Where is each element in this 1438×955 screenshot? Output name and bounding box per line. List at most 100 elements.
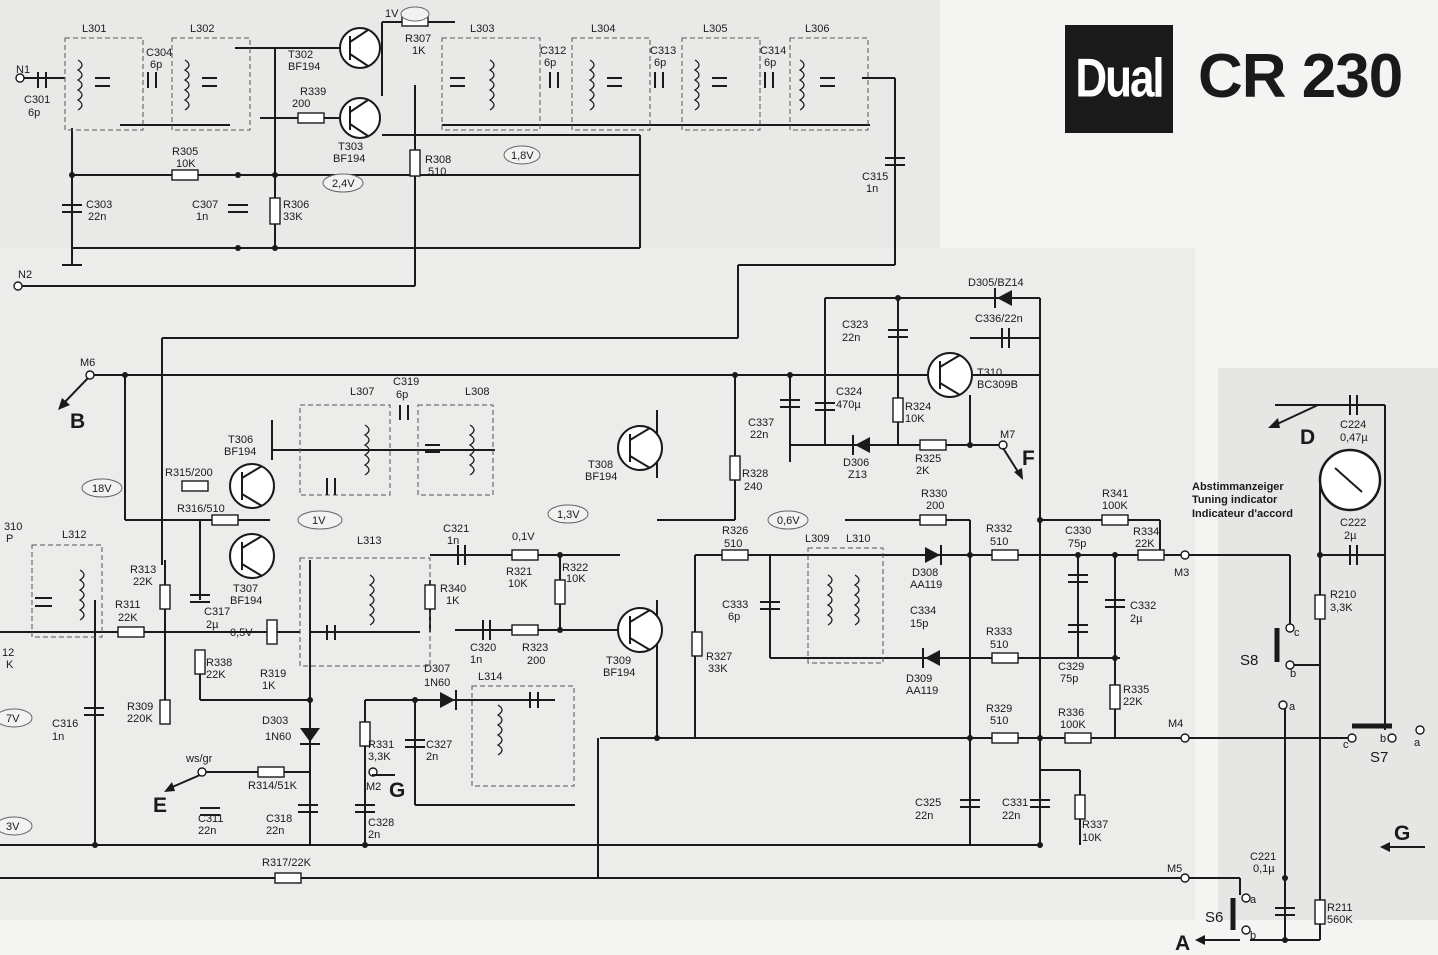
- switch-label: S8: [1240, 652, 1258, 669]
- capacitor-ref: C315: [862, 171, 888, 183]
- resistor-value: 10K: [176, 158, 196, 170]
- switch-contact-label: b: [1290, 668, 1296, 680]
- voltage-label: 0,5V: [230, 627, 253, 639]
- capacitor-value: 6p: [764, 57, 776, 69]
- coil-label: L308: [465, 386, 489, 398]
- mid-resistors: [117, 397, 1326, 925]
- terminal-label: M6: [80, 357, 95, 369]
- switches: [1230, 623, 1425, 935]
- diode-labels: D303 1N60 D305/BZ14 D306 Z13 D307 1N60 D…: [262, 277, 1024, 743]
- capacitor-ref: C320: [470, 642, 496, 654]
- brand-logo: Dual: [1065, 25, 1173, 133]
- voltage-label: 7V: [6, 713, 20, 725]
- capacitor-ref: C303: [86, 199, 112, 211]
- capacitor-ref: C334: [910, 605, 936, 617]
- transistor-type: BF194: [585, 471, 617, 483]
- resistor-value: 510: [990, 536, 1008, 548]
- voltage-label: 0,1V: [512, 531, 535, 543]
- capacitor-ref: C314: [760, 45, 786, 57]
- resistor-ref: R313: [130, 564, 156, 576]
- resistor-ref: R333: [986, 626, 1012, 638]
- terminal-label: M7: [1000, 429, 1015, 441]
- terminals: [13, 73, 1190, 883]
- coil-label: L304: [591, 23, 615, 35]
- resistor-value: 10K: [1082, 832, 1102, 844]
- resistor-value: 2K: [916, 465, 930, 477]
- switch-contact-label: a: [1414, 737, 1421, 749]
- switch-labels: S6 S7 S8 a b c b a c b a: [1205, 627, 1421, 942]
- capacitor-value: 2µ: [1130, 613, 1143, 625]
- resistor-ref: R319: [260, 668, 286, 680]
- diode-ref: D306: [843, 457, 869, 469]
- capacitor-ref: C323: [842, 319, 868, 331]
- resistor-value: 33K: [708, 663, 728, 675]
- resistor-ref: R325: [915, 453, 941, 465]
- voltage-label: 2,4V: [332, 178, 355, 190]
- coil-label: L305: [703, 23, 727, 35]
- transistor-t302: [339, 27, 381, 69]
- resistor-value: 22K: [206, 669, 226, 681]
- resistor-ref: R326: [722, 525, 748, 537]
- coil-label: L313: [357, 535, 381, 547]
- mid-capacitors: [84, 328, 1358, 916]
- resistor-value: 510: [990, 639, 1008, 651]
- coil-labels: L301 L302 L303 L304 L305 L306 L307 L308 …: [62, 23, 870, 683]
- coil-label: L306: [805, 23, 829, 35]
- model-title: CR 230: [1198, 42, 1403, 111]
- capacitor-ref: C331: [1002, 797, 1028, 809]
- mid-coil-symbols: [35, 405, 860, 756]
- voltage-label: 0,6V: [777, 515, 800, 527]
- resistor-value: 3,3K: [368, 751, 391, 763]
- coil-label: L312: [62, 529, 86, 541]
- capacitor-value: 22n: [198, 825, 216, 837]
- resistor-value: 1K: [446, 595, 460, 607]
- resistor-value: 510: [724, 538, 742, 550]
- capacitor-ref: C318: [266, 813, 292, 825]
- terminal-label: N1: [16, 64, 30, 76]
- coil-label: L302: [190, 23, 214, 35]
- transistor-ref: T308: [588, 459, 613, 471]
- resistor-ref: R336: [1058, 707, 1084, 719]
- resistor-ref: R334: [1133, 526, 1159, 538]
- capacitor-ref: C327: [426, 739, 452, 751]
- capacitor-ref: C301: [24, 94, 50, 106]
- transistor-t303: [339, 97, 381, 139]
- switch-contact-label: b: [1380, 733, 1386, 745]
- coil-label: L310: [846, 533, 870, 545]
- capacitor-ref: C304: [146, 47, 172, 59]
- tuning-indicator-caption: Abstimmanzeiger Tuning indicator Indicat…: [1192, 481, 1293, 520]
- mid-shields: [31, 404, 884, 787]
- arrows: [58, 377, 1425, 945]
- coil-label: L303: [470, 23, 494, 35]
- resistor-ref: R324: [905, 401, 931, 413]
- voltage-label: 1,8V: [511, 150, 534, 162]
- capacitor-value: 1n: [470, 654, 482, 666]
- resistor-ref: R331: [368, 739, 394, 751]
- capacitor-value: 22n: [1002, 810, 1020, 822]
- resistor-ref: R311: [115, 599, 140, 611]
- resistor-value: 10K: [905, 413, 925, 425]
- resistor-value: 1K: [262, 680, 276, 692]
- resistor-labels: R307 1K R339 200 R305 10K R306 33K R308 …: [115, 33, 1356, 926]
- brand-logo-text: Dual: [1075, 47, 1164, 109]
- connection-letter: G: [1394, 822, 1410, 845]
- capacitor-ref: C316: [52, 718, 78, 730]
- capacitor-ref: C332: [1130, 600, 1156, 612]
- resistor-value: 200: [527, 655, 545, 667]
- transistor-ref: T303: [338, 141, 363, 153]
- tuning-caption-de: Abstimmanzeiger: [1192, 481, 1284, 493]
- diode-ref: D308: [912, 567, 938, 579]
- diode-type: AA119: [910, 579, 942, 591]
- capacitor-value: 1n: [196, 211, 208, 223]
- diode-type: 1N60: [424, 677, 450, 689]
- switch-contact-label: c: [1343, 739, 1349, 751]
- resistor-value: 100K: [1102, 500, 1128, 512]
- resistor-ref: R338: [206, 657, 232, 669]
- resistor-value: 100K: [1060, 719, 1086, 731]
- edge-fragment: P: [6, 533, 13, 545]
- capacitor-value: 6p: [150, 59, 162, 71]
- resistor-value: 220K: [127, 713, 153, 725]
- resistor-ref: R335: [1123, 684, 1149, 696]
